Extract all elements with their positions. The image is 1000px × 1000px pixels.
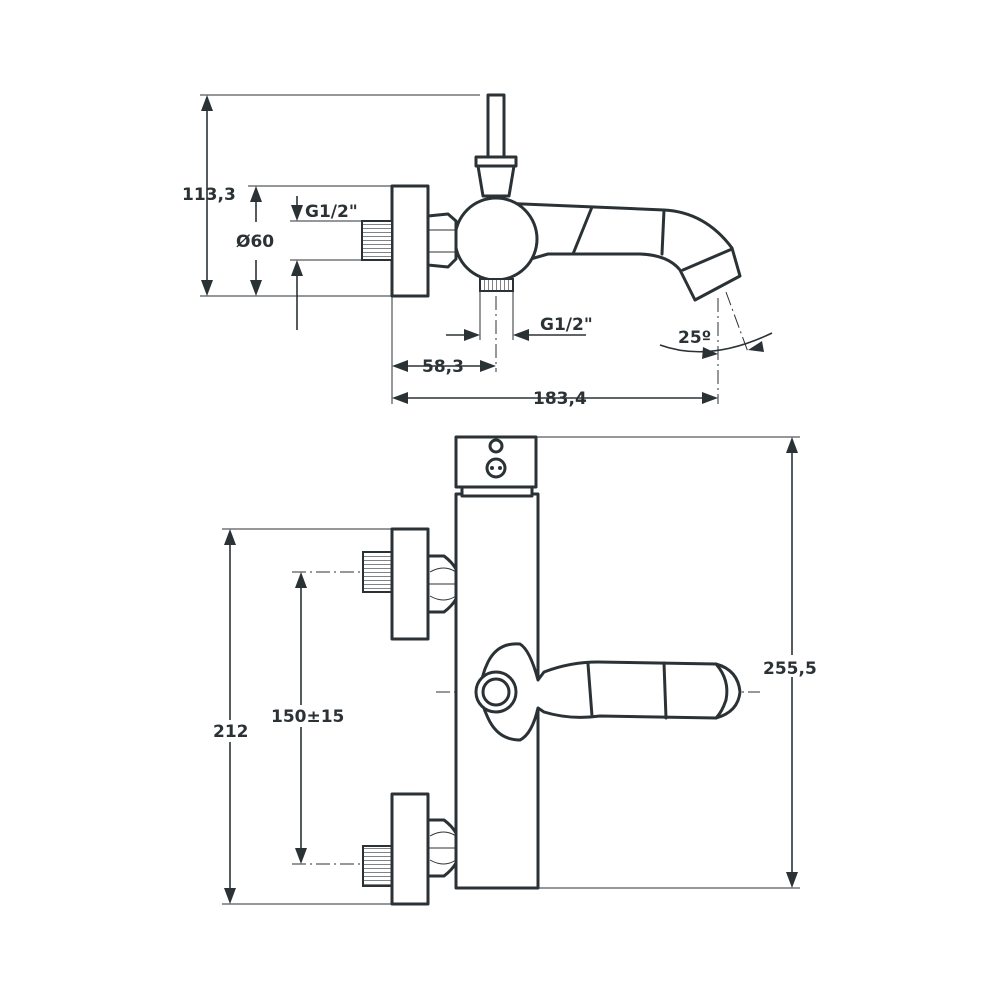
- wall-flange: [390, 184, 430, 298]
- arrowhead: [702, 392, 718, 404]
- inlet-thread-side: [361, 220, 393, 261]
- spout-nozzle-joint: [681, 247, 734, 272]
- diverter-knob-inner: [481, 677, 511, 707]
- mixer-body: [453, 196, 539, 282]
- spout-axis-line: [725, 291, 749, 353]
- arrowhead: [250, 186, 262, 202]
- arrowhead: [786, 437, 798, 453]
- label-total-projection: 183,4: [533, 389, 587, 409]
- inlet-thread-lower: [362, 845, 394, 887]
- arrowhead: [291, 205, 303, 221]
- arrowhead: [295, 572, 307, 588]
- arrowhead: [786, 872, 798, 888]
- label-wall-to-outlet: 58,3: [422, 357, 464, 377]
- arrowhead: [224, 888, 236, 904]
- arrowhead: [464, 329, 480, 341]
- lever-head: [454, 435, 538, 489]
- arrowhead: [291, 260, 303, 276]
- lever-pin-icon: [488, 438, 504, 454]
- inlet-thread-upper: [362, 551, 394, 593]
- hex-nut: [426, 212, 458, 269]
- label-backdrop: [268, 705, 338, 727]
- front-view: 255,5 212 150±15: [210, 435, 820, 906]
- arrowhead: [480, 360, 496, 372]
- upper-wall-flange: [390, 527, 430, 641]
- arrowhead: [201, 280, 213, 296]
- label-total-height-side: 113,3: [182, 185, 236, 205]
- spout-joint-1: [571, 205, 594, 256]
- arrowhead: [392, 392, 408, 404]
- arrowhead: [748, 341, 764, 352]
- indicator-dot-cold: [498, 466, 502, 470]
- spout-front: [479, 642, 742, 742]
- angle-arc: [659, 332, 773, 353]
- arrowhead: [702, 347, 718, 359]
- lower-wall-flange: [390, 792, 430, 906]
- label-total-height-front: 255,5: [763, 659, 817, 679]
- upper-hex-nut-facets: [429, 567, 457, 601]
- lever-stem: [486, 93, 506, 161]
- outlet-thread: [479, 278, 514, 292]
- label-overall-height-front: 212: [213, 722, 249, 742]
- lever-cone: [476, 164, 516, 198]
- label-spout-angle: 25º: [678, 328, 711, 348]
- label-inlet-thread-side: G1/2": [305, 202, 358, 222]
- indicator-icon: [485, 457, 507, 479]
- spout-joint-2: [660, 208, 666, 256]
- arrowhead: [201, 95, 213, 111]
- label-flange-diameter: Ø60: [236, 232, 274, 252]
- label-inlet-spacing: 150±15: [271, 707, 344, 727]
- arrowhead: [250, 280, 262, 296]
- label-backdrop: [210, 720, 250, 742]
- label-outlet-thread: G1/2": [540, 315, 593, 335]
- arrowhead: [295, 848, 307, 864]
- label-backdrop: [760, 655, 820, 677]
- arrowhead: [224, 529, 236, 545]
- lower-hex-nut-facets: [429, 831, 457, 865]
- spout-front-joint-1: [586, 662, 594, 718]
- arrowhead: [513, 329, 529, 341]
- side-view: 113,3 Ø60 G1/2" G1/2" 25º 58,3 183,: [182, 93, 773, 409]
- indicator-dot-hot: [490, 466, 494, 470]
- spout-front-nozzle: [714, 662, 729, 720]
- arrowhead: [392, 360, 408, 372]
- spout-front-joint-2: [662, 661, 668, 720]
